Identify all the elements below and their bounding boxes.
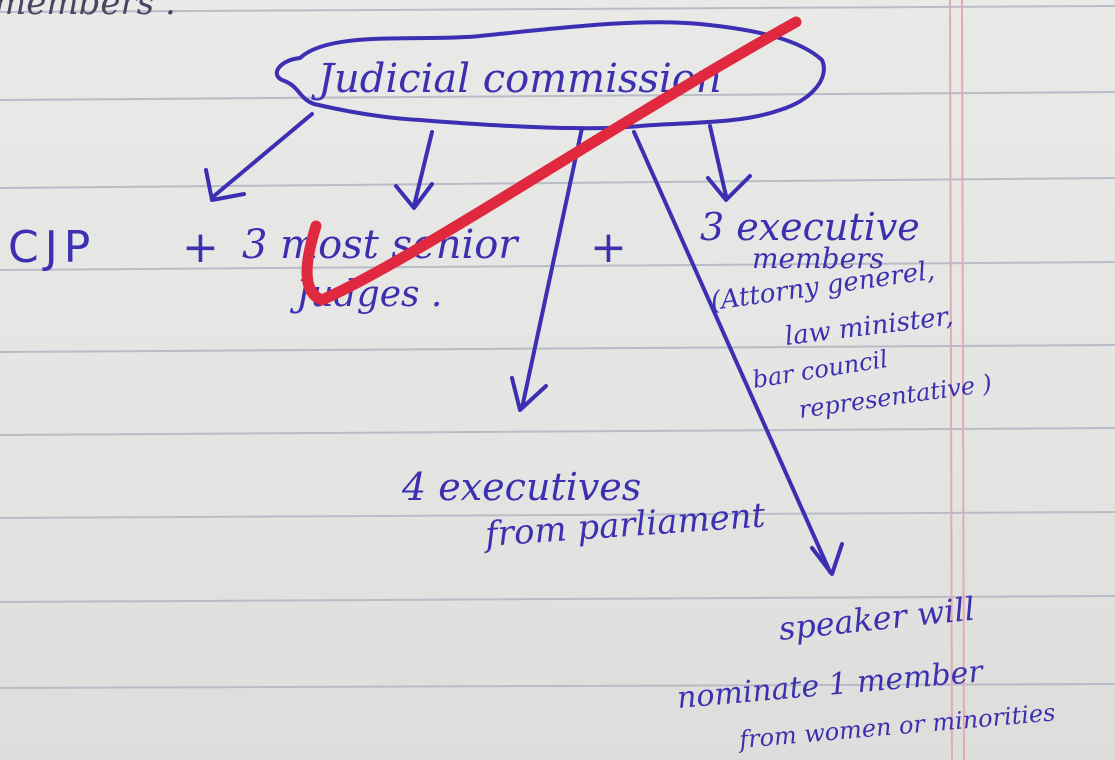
rule-line xyxy=(0,683,1115,689)
root-cloud-outline xyxy=(274,20,826,131)
executives-parliament-line-1: 4 executives xyxy=(401,465,641,509)
rule-line xyxy=(0,595,1115,603)
arrow-to-executive-members xyxy=(706,124,752,202)
rule-line xyxy=(0,344,1115,353)
rule-line xyxy=(0,5,1115,13)
rule-line xyxy=(0,511,1115,519)
speaker-line-1: speaker will xyxy=(777,590,977,648)
top-fragment-text: members . xyxy=(0,0,176,23)
arrow-to-speaker xyxy=(632,130,844,576)
arrow-to-senior-judges xyxy=(394,130,434,210)
plus-sign-1: + xyxy=(182,222,219,273)
arrow-to-cjp xyxy=(204,112,314,202)
rule-line xyxy=(0,177,1115,189)
cjp-label: CJP xyxy=(8,222,96,273)
speaker-line-3: from women or minorities xyxy=(736,698,1056,754)
executive-members-line-1: 3 executive xyxy=(700,205,920,249)
rule-lines xyxy=(0,5,1115,689)
margin-line xyxy=(961,0,965,760)
root-label: Judicial commission xyxy=(311,56,722,102)
plus-sign-2: + xyxy=(590,222,627,273)
connector-arrows xyxy=(204,112,844,576)
margin-line xyxy=(949,0,953,760)
rule-line xyxy=(0,261,1115,271)
rule-line xyxy=(0,91,1115,101)
red-check-mark-icon xyxy=(301,16,802,306)
speaker-line-2: nominate 1 member xyxy=(676,654,986,716)
senior-judges-line-1: 3 most senior xyxy=(242,222,520,268)
executive-members-line-2: members xyxy=(752,242,884,275)
rule-line xyxy=(0,427,1115,436)
executive-members-line-4: law minister, xyxy=(783,302,955,352)
arrow-to-executives-parliament xyxy=(510,126,584,412)
